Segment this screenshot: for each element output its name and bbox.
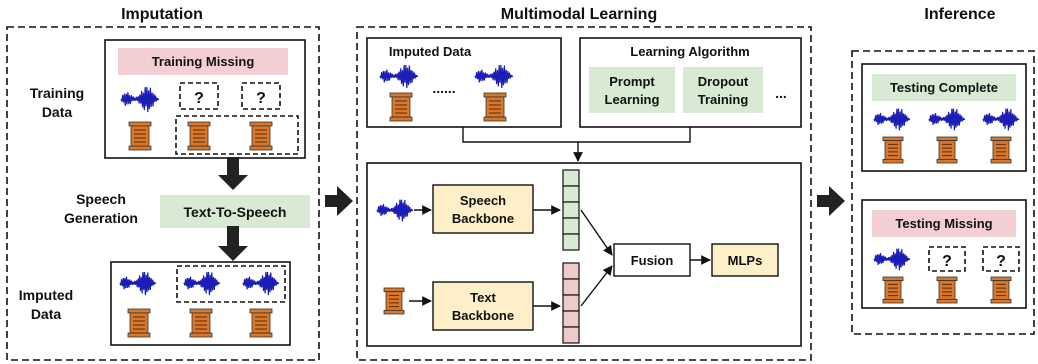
speech-generation-label: Speech	[76, 191, 126, 207]
right-arrow	[325, 186, 353, 216]
learning-algorithm-title: Learning Algorithm	[630, 44, 749, 59]
text-document-icon	[882, 136, 904, 164]
text-to-speech-box	[160, 195, 310, 228]
training-data-label: Training	[30, 85, 84, 101]
speech-waveform-icon	[376, 199, 414, 222]
speech-embedding-stack	[562, 169, 580, 251]
text-only-group	[175, 115, 299, 155]
imputed-data-label: Imputed	[19, 287, 73, 303]
speech-waveform-icon	[119, 271, 157, 296]
multimodal-title: Multimodal Learning	[501, 6, 657, 23]
fusion-label: Fusion	[631, 253, 674, 268]
training-data-label-2: Data	[42, 104, 73, 120]
text-document-icon	[389, 92, 413, 122]
text-document-icon	[483, 92, 507, 122]
speech-waveform-icon	[120, 87, 160, 113]
missing-mark: ?	[194, 90, 204, 107]
imputed-data-label-2: Data	[31, 306, 62, 322]
speech-waveform-icon	[928, 108, 966, 131]
text-document-icon	[189, 308, 213, 338]
missing-speech-box	[179, 82, 219, 110]
dropout-training-label: Dropout	[698, 74, 749, 89]
right-arrow	[817, 186, 845, 216]
dropout-training-box	[683, 67, 763, 113]
dropout-training-label-2: Training	[698, 92, 749, 107]
mlps-label: MLPs	[728, 253, 763, 268]
text-document-icon	[128, 121, 152, 151]
missing-speech-box	[241, 82, 281, 110]
text-document-icon	[990, 276, 1012, 304]
imputation-title: Imputation	[121, 6, 203, 23]
multimodal-panel	[356, 26, 812, 361]
text-backbone-label-2: Backbone	[452, 308, 514, 323]
speech-backbone-label: Speech	[460, 193, 506, 208]
training-missing-banner	[118, 48, 288, 75]
imputed-data-title: Imputed Data	[389, 44, 472, 59]
text-document-icon	[127, 308, 151, 338]
prompt-learning-label: Prompt	[609, 74, 655, 89]
testing-complete-label: Testing Complete	[890, 80, 998, 95]
imputation-panel	[6, 26, 320, 361]
more-algorithms: ...	[775, 85, 787, 101]
testing-missing-banner	[872, 210, 1016, 237]
speech-waveform-icon	[474, 64, 514, 89]
text-document-icon	[249, 121, 273, 151]
prompt-learning-label-2: Learning	[605, 92, 660, 107]
speech-backbone-box	[432, 184, 534, 234]
text-document-icon	[249, 308, 273, 338]
text-document-icon	[936, 276, 958, 304]
text-document-icon	[990, 136, 1012, 164]
prompt-learning-box	[589, 67, 675, 113]
missing-speech-box	[928, 246, 966, 272]
speech-waveform-icon	[982, 108, 1020, 131]
missing-mark: ?	[942, 253, 952, 270]
speech-waveform-icon	[873, 108, 911, 131]
text-backbone-box	[432, 281, 534, 331]
missing-speech-box	[982, 246, 1020, 272]
speech-waveform-icon	[242, 271, 280, 296]
text-to-speech-label: Text-To-Speech	[184, 204, 287, 220]
text-document-icon	[936, 136, 958, 164]
missing-mark: ?	[996, 253, 1006, 270]
speech-waveform-icon	[183, 271, 221, 296]
training-missing-label: Training Missing	[152, 54, 255, 69]
missing-mark: ?	[256, 90, 266, 107]
fusion-box	[613, 243, 691, 277]
text-backbone-label: Text	[470, 290, 496, 305]
speech-waveform-icon	[379, 64, 419, 89]
fusion-arrow	[580, 265, 613, 307]
down-arrow	[218, 226, 248, 261]
more-dots: ......	[432, 80, 455, 96]
testing-missing-label: Testing Missing	[895, 216, 992, 231]
text-document-icon	[187, 121, 211, 151]
text-embedding-stack	[562, 262, 580, 344]
down-arrow	[218, 157, 248, 190]
inference-title: Inference	[924, 6, 995, 23]
text-document-icon	[882, 276, 904, 304]
speech-waveform-icon	[873, 248, 911, 271]
text-document-icon	[383, 287, 405, 315]
merge-connector	[462, 127, 691, 143]
speech-generation-label-2: Generation	[64, 210, 138, 226]
mlps-box	[711, 243, 779, 277]
testing-complete-banner	[872, 74, 1016, 101]
speech-backbone-label-2: Backbone	[452, 211, 514, 226]
inference-panel	[851, 50, 1035, 335]
fusion-arrow	[580, 209, 613, 256]
